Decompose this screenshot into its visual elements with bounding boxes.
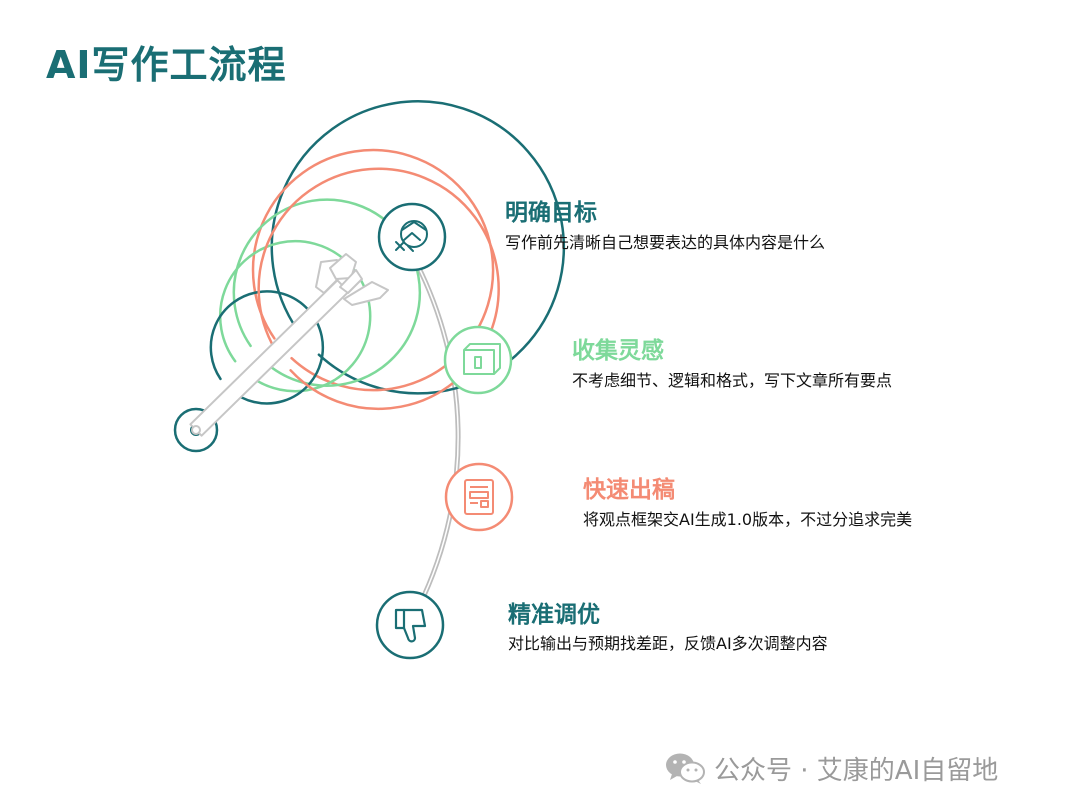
page-title: AI写作工流程	[46, 43, 287, 87]
connector-arc-inner	[404, 241, 459, 619]
target-ring-7	[257, 167, 500, 411]
document-icon	[464, 479, 494, 515]
step-4-node	[375, 590, 445, 660]
arrow-tip	[191, 425, 201, 435]
step-1-title: 明确目标	[505, 200, 597, 226]
target-ring-1	[270, 100, 566, 395]
step-3-title: 快速出稿	[583, 477, 675, 503]
step-4-description: 对比输出与预期找差距，反馈AI多次调整内容	[508, 634, 828, 653]
step-3-node	[444, 462, 514, 532]
step-1-node	[377, 202, 447, 272]
handshake-icon	[395, 220, 428, 252]
step-2-title: 收集灵感	[572, 338, 664, 364]
connector-arc	[402, 240, 461, 620]
arrow-shaft	[189, 279, 350, 437]
arrow-fletching-4	[339, 269, 363, 294]
arrow-fletching-3	[343, 281, 389, 306]
step-4-title: 精准调优	[508, 602, 600, 628]
arrow	[189, 253, 389, 437]
watermark-text: 公众号 · 艾康的AI自留地	[714, 755, 999, 786]
notebook-icon	[463, 343, 501, 375]
thumbs-down-icon	[394, 608, 427, 643]
step-3-description: 将观点框架交AI生成1.0版本，不过分追求完美	[583, 510, 913, 529]
wechat-icon	[666, 753, 705, 784]
step-1-description: 写作前先清晰自己想要表达的具体内容是什么	[505, 233, 826, 252]
step-2-description: 不考虑细节、逻辑和格式，写下文章所有要点	[572, 371, 893, 390]
target-bullseye	[173, 407, 219, 453]
step-2-node	[443, 325, 513, 395]
watermark: 公众号 · 艾康的AI自留地	[664, 748, 998, 788]
